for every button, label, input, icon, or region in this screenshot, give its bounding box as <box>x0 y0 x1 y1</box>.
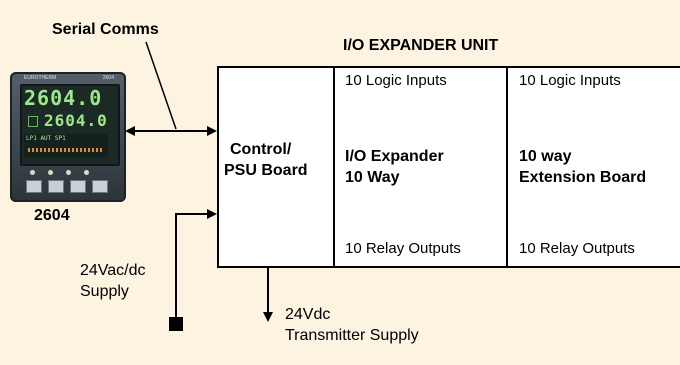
serial-comms-pointer <box>145 41 177 130</box>
controller-status-bar <box>24 134 108 158</box>
controller-brand: EUROTHERM <box>24 75 57 81</box>
keypad-button-icon <box>48 180 64 193</box>
col2-relay-outputs: 10 Relay Outputs <box>345 240 461 257</box>
transmitter-supply-label-line2: Transmitter Supply <box>285 327 419 344</box>
unit-title: I/O EXPANDER UNIT <box>343 37 499 54</box>
column-divider-1 <box>333 67 335 267</box>
col3-title-line2: Extension Board <box>519 169 647 186</box>
controller-display-top: 2604.0 <box>24 86 103 110</box>
controller-bargraph <box>28 148 104 152</box>
controller-indicator-box <box>28 116 38 127</box>
io-expander-unit-box <box>217 66 680 268</box>
keypad-button-icon <box>70 180 86 193</box>
col2-logic-inputs: 10 Logic Inputs <box>345 72 447 89</box>
serial-comms-label: Serial Comms <box>52 21 159 38</box>
controller-name-label: 2604 <box>34 207 70 224</box>
controller-status-text: LP1 AUT SP1 <box>26 135 66 142</box>
led-icon <box>48 170 53 175</box>
col3-logic-inputs: 10 Logic Inputs <box>519 72 621 89</box>
transmitter-supply-label-line1: 24Vdc <box>285 306 331 323</box>
led-icon <box>84 170 89 175</box>
column-divider-2 <box>506 67 508 267</box>
col2-title-line1: I/O Expander <box>345 148 444 165</box>
keypad-button-icon <box>26 180 42 193</box>
supply-input-label-line2: Supply <box>80 283 129 300</box>
controller-display-bottom: 2604.0 <box>44 111 108 130</box>
control-board-label-line1: Control/ <box>230 141 292 158</box>
controller-2604-device: EUROTHERM 2604 2604.0 2604.0 LP1 AUT SP1 <box>10 72 126 202</box>
keypad-button-icon <box>92 180 108 193</box>
col2-title-line2: 10 Way <box>345 169 400 186</box>
supply-input-label-line1: 24Vac/dc <box>80 262 146 279</box>
control-board-label-line2: PSU Board <box>224 162 308 179</box>
col3-relay-outputs: 10 Relay Outputs <box>519 240 635 257</box>
supply-terminal-square <box>169 317 183 331</box>
controller-leds <box>30 170 110 176</box>
supply-input-wire <box>175 209 217 321</box>
controller-keypad <box>20 180 116 194</box>
led-icon <box>30 170 35 175</box>
led-icon <box>66 170 71 175</box>
col3-title-line1: 10 way <box>519 148 572 165</box>
controller-model: 2604 <box>102 75 114 81</box>
